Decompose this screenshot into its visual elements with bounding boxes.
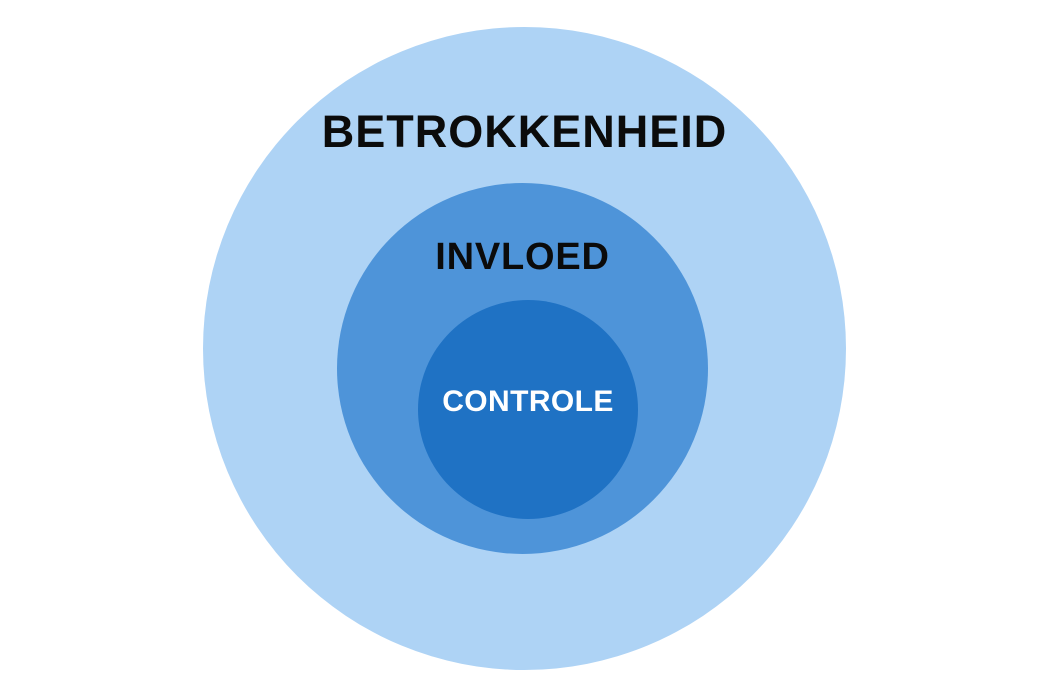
label-controle: CONTROLE — [442, 385, 614, 418]
label-invloed: INVLOED — [435, 236, 610, 278]
circle-controle[interactable] — [418, 300, 638, 519]
label-betrokkenheid: BETROKKENHEID — [321, 106, 728, 157]
